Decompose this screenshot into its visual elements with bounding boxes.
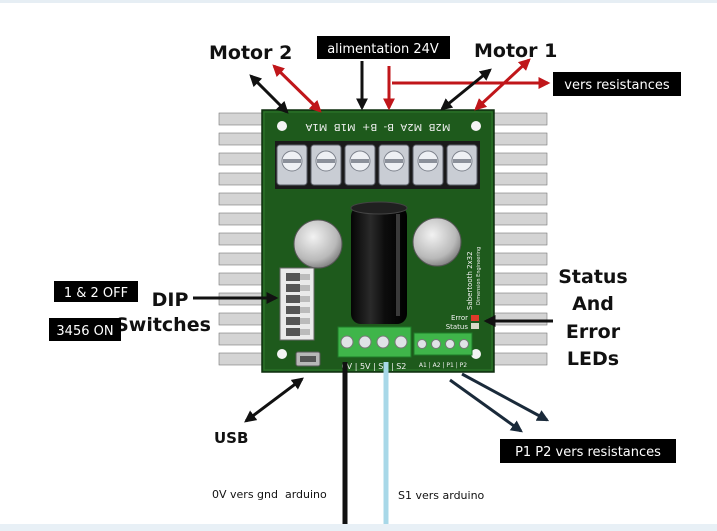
p1p2-label-bg [500, 439, 676, 463]
power-label: alimentation 24V [327, 42, 439, 57]
mounting-hole [471, 121, 481, 131]
usb-port [295, 351, 321, 367]
gnd-wire-label: 0V vers gnd arduino [212, 488, 327, 501]
top-screw-terminals [275, 141, 480, 189]
signal-terminal-labels: 0V | 5V | S1 | S2 [342, 362, 407, 371]
resistors-label: vers resistances [564, 78, 670, 93]
p1p2-label: P1 P2 vers resistances [515, 445, 661, 460]
aux-terminal-block: A1 | A2 | P1 | P2 [413, 332, 473, 369]
resistors-label-bg [553, 72, 681, 96]
status-title-line1: Status [558, 266, 628, 288]
led-error-label: Error [451, 314, 468, 322]
motor1-label: Motor 1 [474, 40, 557, 62]
status-title-line2: And [572, 293, 614, 315]
mounting-hole [471, 349, 481, 359]
dip-title-line2: Switches [115, 314, 211, 336]
status-title-line4: LEDs [567, 348, 619, 370]
dip-on-label: 3456 ON [56, 324, 113, 339]
motor2-black-arrow [249, 74, 289, 114]
usb-arrow [244, 377, 304, 423]
dip-off-label: 1 & 2 OFF [64, 286, 128, 301]
signal-terminal-block: 0V | 5V | S1 | S2 [337, 326, 412, 371]
motor1-red-arrow [474, 58, 531, 111]
dip-switch-block [279, 267, 315, 341]
motor2-red-arrow [272, 64, 322, 113]
dip-title-line1: DIP [152, 289, 189, 311]
top-terminal-labels: M2B M2A B- B+ M1B M1A [305, 121, 450, 132]
heatsink-right [486, 112, 548, 366]
arrows [193, 58, 553, 433]
aux-terminal-labels: A1 | A2 | P1 | P2 [419, 362, 467, 369]
dip-on-bg [49, 318, 121, 341]
s1-wire-label: S1 vers arduino [398, 489, 485, 502]
usb-label: USB [214, 429, 248, 447]
model-label: Sabertooth 2x32 [466, 251, 474, 310]
motor2-label: Motor 2 [209, 42, 292, 64]
mounting-hole [277, 121, 287, 131]
power-label-bg [317, 36, 450, 59]
small-capacitor-right [412, 217, 462, 267]
status-title-line3: Error [566, 321, 621, 343]
small-capacitor-left [293, 219, 343, 269]
dip-off-bg [54, 281, 138, 302]
p2-arrow [461, 372, 550, 422]
mounting-hole [277, 349, 287, 359]
p1-arrow [449, 378, 523, 433]
large-capacitor [350, 201, 408, 324]
status-error-leds: Error Status [446, 314, 479, 331]
manufacturer-label: Dimension Engineering [476, 247, 482, 305]
led-status-label: Status [446, 323, 469, 331]
